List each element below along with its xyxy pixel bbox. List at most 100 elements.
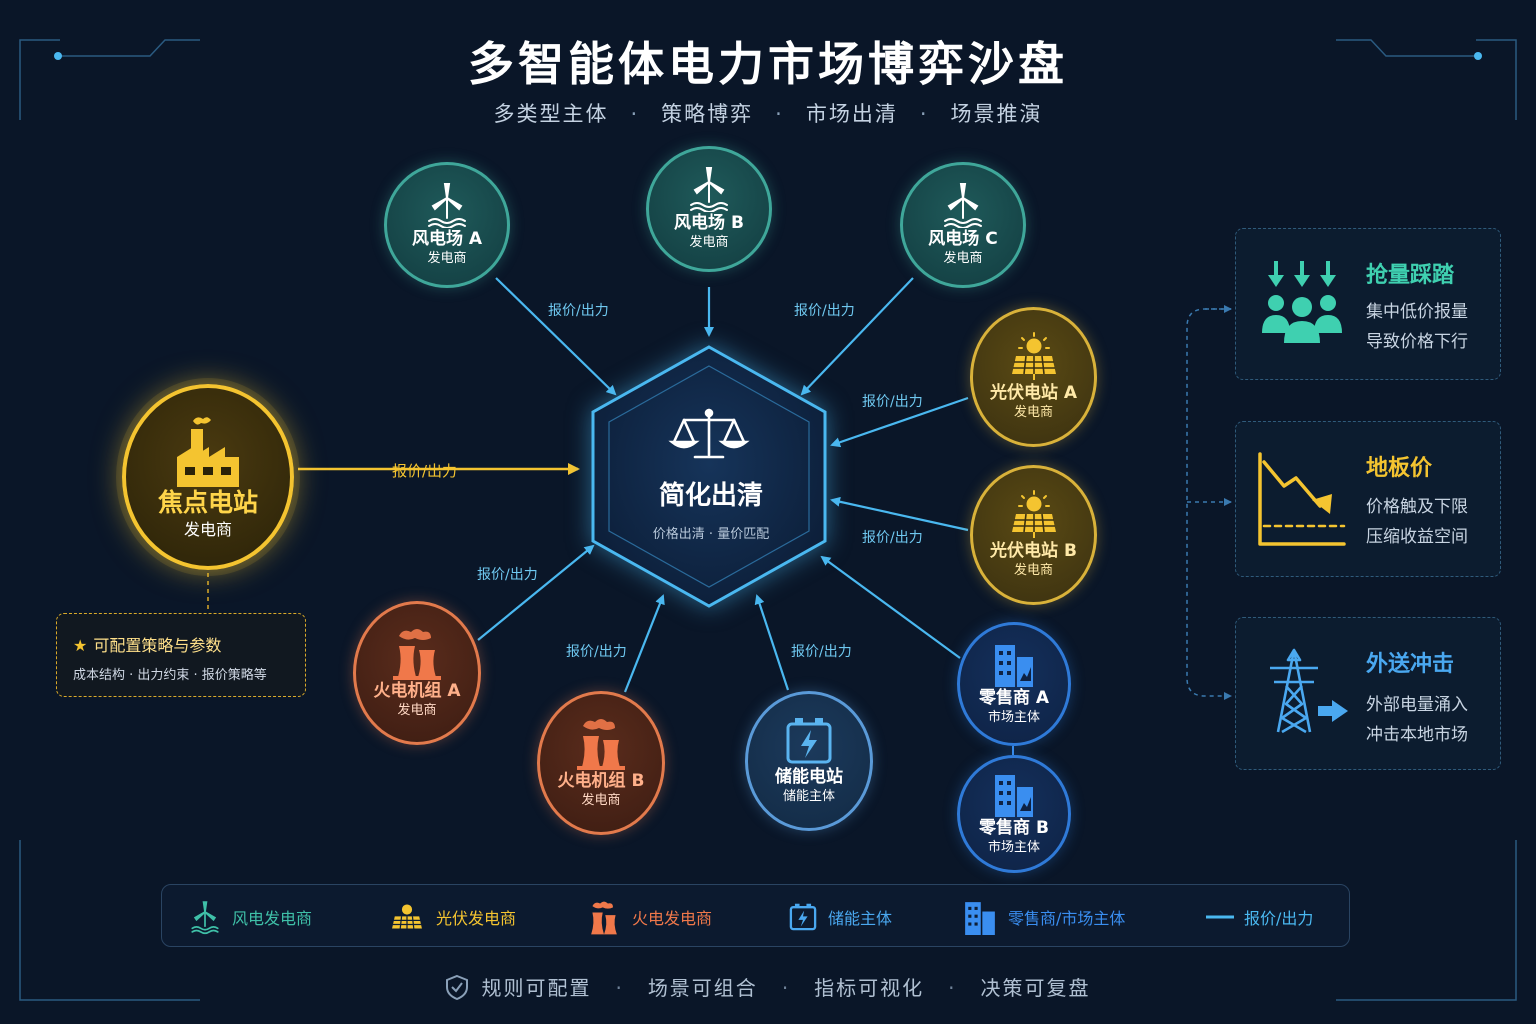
flow-label: 报价/出力 xyxy=(477,567,538,583)
node-focus-plant[interactable]: 焦点电站 发电商 xyxy=(122,384,294,570)
config-desc: 成本结构 · 出力约束 · 报价策略等 xyxy=(73,668,267,683)
transmission-tower-icon xyxy=(1270,648,1348,734)
price-down-chart-icon xyxy=(1258,452,1346,546)
wind-turbine-icon xyxy=(191,900,219,934)
cooling-tower-icon xyxy=(591,901,617,934)
node-role: 发电商 xyxy=(427,251,467,266)
solar-panel-icon xyxy=(1011,332,1056,380)
node-wind-c[interactable]: 风电场 C 发电商 xyxy=(900,162,1026,288)
node-retail-a[interactable]: 零售商 A 市场主体 xyxy=(957,622,1071,746)
node-name: 储能电站 xyxy=(775,767,843,787)
node-storage[interactable]: 储能电站 储能主体 xyxy=(745,691,873,831)
scenario-card-floor-price[interactable]: 地板价 价格触及下限 压缩收益空间 xyxy=(1235,421,1501,577)
node-role: 储能主体 xyxy=(782,789,835,804)
node-name: 火电机组 A xyxy=(373,681,461,701)
page-title: 多智能体电力市场博弈沙盘 xyxy=(468,37,1068,91)
cooling-tower-icon xyxy=(393,629,441,680)
scales-icon xyxy=(668,408,750,459)
legend-label: 光伏发电商 xyxy=(436,908,517,928)
clearing-hexagon xyxy=(591,345,827,608)
wind-turbine-icon xyxy=(690,167,728,212)
flow-label: 报价/出力 xyxy=(862,394,923,410)
node-name: 风电场 C xyxy=(928,229,998,249)
node-name: 风电场 B xyxy=(674,213,744,233)
solar-panel-icon xyxy=(1011,490,1056,538)
node-role: 发电商 xyxy=(943,251,983,266)
node-thermal-a[interactable]: 火电机组 A 发电商 xyxy=(353,601,481,745)
node-name: 光伏电站 A xyxy=(989,383,1078,403)
legend-item-thermal: 火电发电商 xyxy=(586,885,712,948)
scenario-line: 集中低价报量 xyxy=(1366,302,1468,322)
flow-thermal-a xyxy=(477,544,595,641)
legend-label: 火电发电商 xyxy=(632,908,713,928)
clearing-title: 简化出清 xyxy=(658,481,763,511)
scenario-card-export-shock[interactable]: 外送冲击 外部电量涌入 冲击本地市场 xyxy=(1235,617,1501,770)
config-box[interactable]: ★可配置策略与参数 成本结构 · 出力约束 · 报价策略等 xyxy=(56,613,306,697)
flow-thermal-b xyxy=(623,594,665,693)
legend-label: 零售商/市场主体 xyxy=(1008,908,1126,928)
flow-wind-a xyxy=(495,277,617,396)
crowd-down-arrows-icon xyxy=(1262,261,1342,343)
scenario-line: 价格触及下限 xyxy=(1366,497,1468,517)
scenario-line: 导致价格下行 xyxy=(1366,332,1468,352)
flow-label-focus: 报价/出力 xyxy=(392,462,458,480)
scenario-line: 外部电量涌入 xyxy=(1366,695,1468,715)
legend-item-flow: 报价/出力 xyxy=(1206,885,1313,948)
flow-pv-b xyxy=(830,496,969,532)
battery-icon xyxy=(786,718,832,764)
node-name: 焦点电站 xyxy=(157,488,258,517)
node-name: 光伏电站 B xyxy=(990,541,1077,561)
node-thermal-b[interactable]: 火电机组 B 发电商 xyxy=(537,691,665,835)
node-role: 发电商 xyxy=(689,235,729,250)
frame-decoration xyxy=(19,39,1517,1001)
wind-turbine-icon xyxy=(428,183,466,228)
node-role: 市场主体 xyxy=(987,840,1040,855)
buildings-icon xyxy=(965,901,995,935)
buildings-icon xyxy=(995,645,1033,687)
solar-panel-icon xyxy=(392,903,422,929)
legend-label: 风电发电商 xyxy=(232,908,313,928)
clearing-subtitle: 价格出清 · 量价匹配 xyxy=(652,527,770,542)
node-role: 发电商 xyxy=(1013,563,1053,578)
flow-retail-a xyxy=(820,555,961,659)
battery-icon xyxy=(789,903,817,930)
scenario-line: 压缩收益空间 xyxy=(1366,527,1468,547)
scenario-line: 冲击本地市场 xyxy=(1366,725,1468,745)
node-role: 发电商 xyxy=(183,520,232,539)
node-name: 火电机组 B xyxy=(557,771,645,791)
flow-label: 报价/出力 xyxy=(794,303,855,319)
node-pv-b[interactable]: 光伏电站 B 发电商 xyxy=(970,465,1097,605)
cooling-tower-icon xyxy=(577,719,625,770)
legend-item-wind: 风电发电商 xyxy=(188,885,312,948)
node-pv-a[interactable]: 光伏电站 A 发电商 xyxy=(970,307,1097,447)
node-retail-b[interactable]: 零售商 B 市场主体 xyxy=(957,755,1071,873)
node-name: 零售商 A xyxy=(978,688,1050,708)
flow-label: 报价/出力 xyxy=(548,303,609,319)
node-role: 发电商 xyxy=(1013,405,1053,420)
legend-label: 报价/出力 xyxy=(1244,908,1314,928)
node-wind-b[interactable]: 风电场 B 发电商 xyxy=(646,146,772,272)
page-subtitle: 多类型主体·策略博弈·市场出清·场景推演 xyxy=(493,102,1043,126)
node-name: 风电场 A xyxy=(411,229,483,249)
flow-pv-a xyxy=(830,396,969,448)
flow-wind-c xyxy=(800,277,914,396)
node-wind-a[interactable]: 风电场 A 发电商 xyxy=(384,162,510,288)
scenario-title: 抢量踩踏 xyxy=(1366,263,1455,288)
scenario-title: 地板价 xyxy=(1366,456,1433,481)
legend: 风电发电商 光伏发电商 火电发电商 储能主体 零售商/市场主体 报价/出力 xyxy=(161,884,1350,947)
node-role: 发电商 xyxy=(397,703,437,718)
scenario-card-stampede[interactable]: 抢量踩踏 集中低价报量 导致价格下行 xyxy=(1235,228,1501,380)
flow-label: 报价/出力 xyxy=(862,530,923,546)
factory-icon xyxy=(177,417,239,487)
legend-item-storage: 储能主体 xyxy=(788,885,892,948)
flow-line-icon xyxy=(1206,915,1234,918)
legend-label: 储能主体 xyxy=(828,908,893,928)
scenario-title: 外送冲击 xyxy=(1366,652,1455,677)
node-name: 零售商 B xyxy=(979,818,1049,838)
node-role: 发电商 xyxy=(581,793,621,808)
legend-item-retail: 零售商/市场主体 xyxy=(962,885,1125,948)
wind-turbine-icon xyxy=(944,183,982,228)
node-role: 市场主体 xyxy=(987,710,1040,725)
legend-item-pv: 光伏发电商 xyxy=(388,885,516,948)
